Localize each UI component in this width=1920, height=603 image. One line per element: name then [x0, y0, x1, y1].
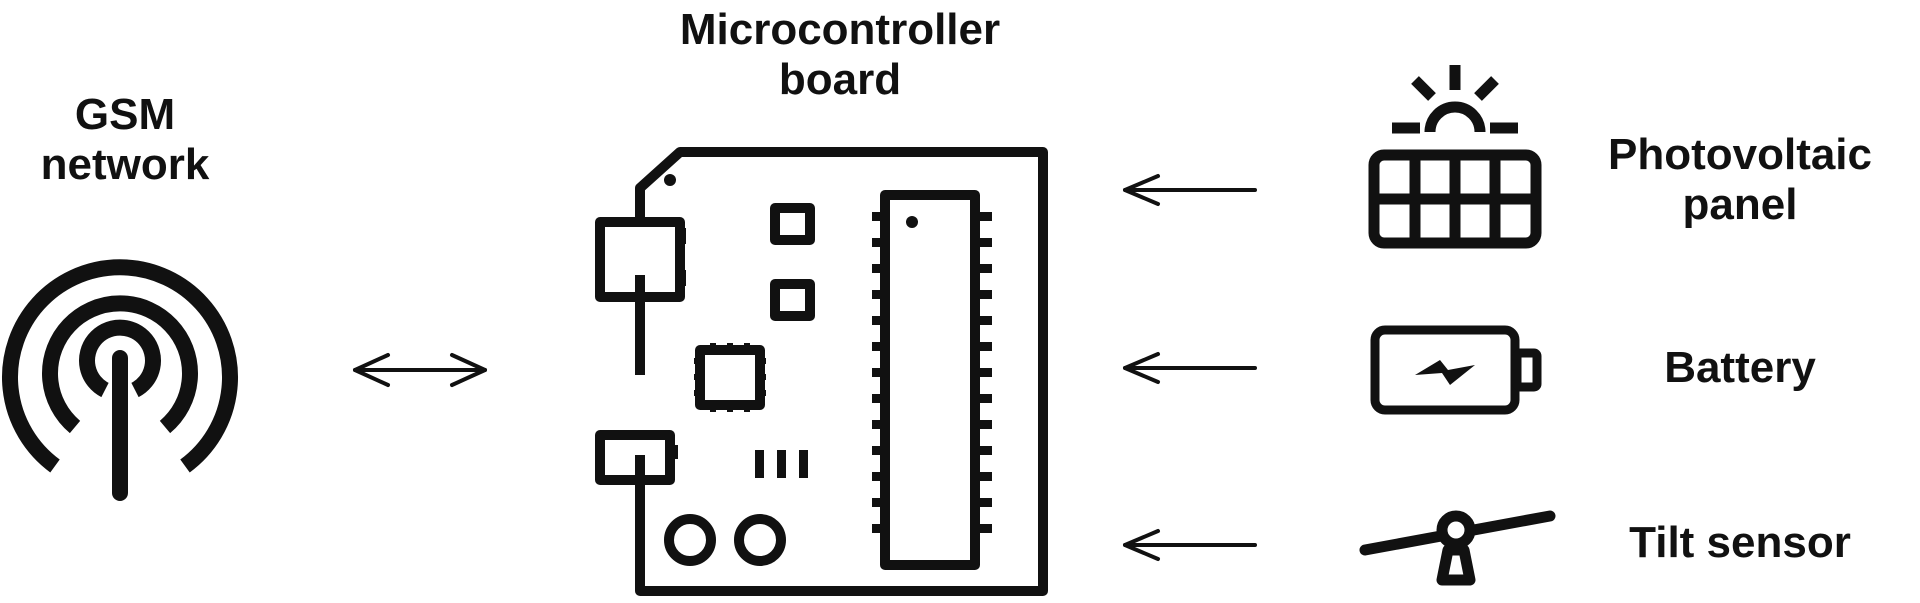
arrow-tilt-to-mcu: [1120, 520, 1260, 570]
solar-panel-icon: [1360, 60, 1550, 250]
gsm-label-line1: GSM: [74, 90, 176, 139]
bidirectional-arrow: [350, 340, 490, 400]
ic-pin: [978, 238, 992, 247]
mcu-label-line2: board: [778, 55, 902, 104]
arrow-battery-to-mcu: [1120, 343, 1260, 393]
gsm-network-label: GSM network: [0, 90, 250, 190]
battery-icon: [1370, 315, 1550, 425]
tilt-label-text: Tilt sensor: [1629, 518, 1851, 567]
tilt-sensor-icon: [1360, 500, 1560, 600]
battery-label-text: Battery: [1664, 343, 1816, 392]
ic-pin: [872, 394, 886, 403]
pv-label-line2: panel: [1682, 180, 1798, 229]
ic-pin: [978, 342, 992, 351]
ic-pin: [978, 446, 992, 455]
ic-pin: [872, 446, 886, 455]
ic-pin: [872, 316, 886, 325]
arrow-pv-to-mcu: [1120, 165, 1260, 215]
ic-pin: [872, 212, 886, 221]
ic-pin: [872, 264, 886, 273]
ic-pin: [872, 420, 886, 429]
ic-pin: [978, 212, 992, 221]
tilt-sensor-label: Tilt sensor: [1570, 518, 1910, 568]
antenna-icon: [5, 240, 245, 500]
ic-pin: [978, 290, 992, 299]
ic-pin: [872, 368, 886, 377]
ic-pin: [872, 290, 886, 299]
ic-pin: [978, 316, 992, 325]
microcontroller-board-icon: [590, 140, 1110, 600]
microcontroller-board-label: Microcontroller board: [560, 5, 1120, 105]
photovoltaic-panel-label: Photovoltaic panel: [1570, 130, 1910, 230]
pv-label-line1: Photovoltaic: [1607, 130, 1873, 179]
ic-pin: [872, 524, 886, 533]
ic-pin: [978, 524, 992, 533]
mcu-label-line1: Microcontroller: [679, 5, 1001, 54]
ic-pin: [978, 498, 992, 507]
ic-pin: [872, 472, 886, 481]
ic-pin: [872, 342, 886, 351]
gsm-label-line2: network: [40, 140, 210, 189]
ic-pin: [872, 498, 886, 507]
ic-pin: [872, 238, 886, 247]
ic-pin: [978, 472, 992, 481]
ic-pin: [978, 264, 992, 273]
ic-pin: [978, 368, 992, 377]
ic-pin: [978, 394, 992, 403]
ic-pin: [978, 420, 992, 429]
battery-label: Battery: [1570, 343, 1910, 393]
